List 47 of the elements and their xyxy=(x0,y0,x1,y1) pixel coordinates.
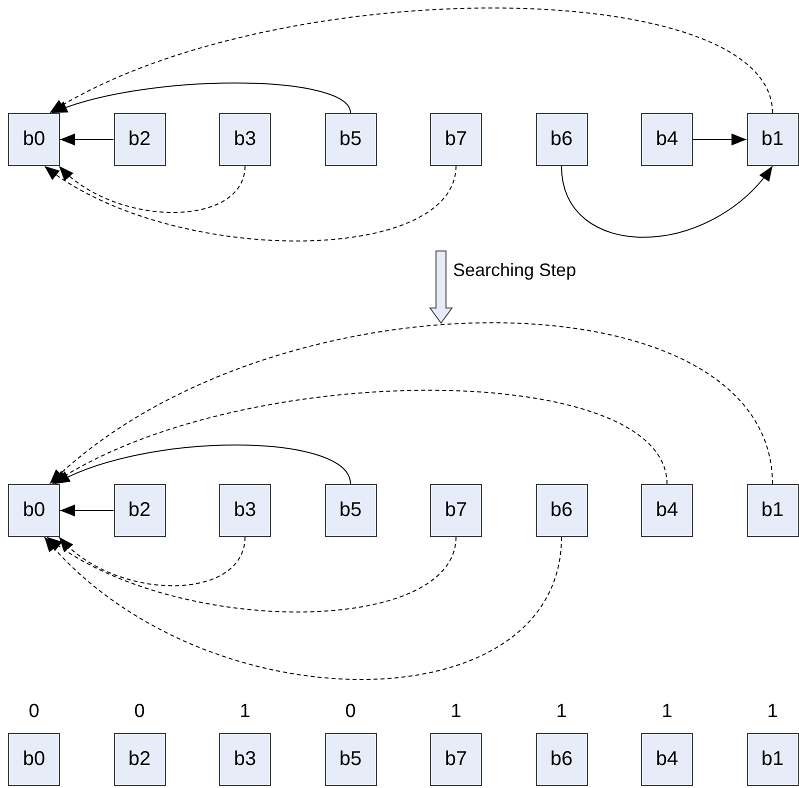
bit-value: 0 xyxy=(133,701,146,723)
block-box: b6 xyxy=(536,733,588,786)
block-box: b6 xyxy=(536,113,588,166)
block-box: b5 xyxy=(324,484,376,537)
arrow xyxy=(54,444,351,484)
block-box: b7 xyxy=(430,113,482,166)
block-box: b0 xyxy=(8,733,60,786)
bit-value: 1 xyxy=(555,701,568,723)
bit-value: 0 xyxy=(28,701,40,723)
block-box: b3 xyxy=(219,113,271,166)
block-box: b6 xyxy=(536,484,588,537)
block-box: b4 xyxy=(641,113,693,166)
block-box: b0 xyxy=(8,113,60,166)
arrow xyxy=(44,166,456,242)
arrow xyxy=(58,536,246,586)
block-box: b5 xyxy=(324,113,376,166)
block-box: b3 xyxy=(219,733,271,786)
block-box: b2 xyxy=(114,484,166,537)
block-box: b1 xyxy=(746,113,798,166)
block-box: b4 xyxy=(641,484,693,537)
block-box: b7 xyxy=(430,733,482,786)
block-box: b0 xyxy=(8,484,60,537)
bit-value: 1 xyxy=(660,701,674,723)
arrow xyxy=(692,134,747,146)
arrow xyxy=(60,504,114,516)
arrow xyxy=(52,390,668,484)
arrow xyxy=(44,536,562,680)
bit-value: 1 xyxy=(766,701,779,723)
arrow xyxy=(46,536,456,612)
arrow xyxy=(60,134,114,146)
arrow xyxy=(561,166,773,238)
block-box: b1 xyxy=(746,733,798,786)
bit-value: 1 xyxy=(238,701,252,723)
block-box: b1 xyxy=(746,484,798,537)
block-box: b5 xyxy=(324,733,376,786)
arrow xyxy=(58,166,246,213)
block-box: b3 xyxy=(219,484,271,537)
arrow xyxy=(49,8,773,114)
step-label: Searching Step xyxy=(453,260,576,281)
arrow xyxy=(49,322,773,484)
block-box: b2 xyxy=(114,733,166,786)
block-box: b4 xyxy=(641,733,693,786)
block-box: b2 xyxy=(114,113,166,166)
arrow xyxy=(52,82,351,114)
block-box: b7 xyxy=(430,484,482,537)
bit-value: 0 xyxy=(344,701,357,723)
bit-value: 1 xyxy=(450,701,462,723)
